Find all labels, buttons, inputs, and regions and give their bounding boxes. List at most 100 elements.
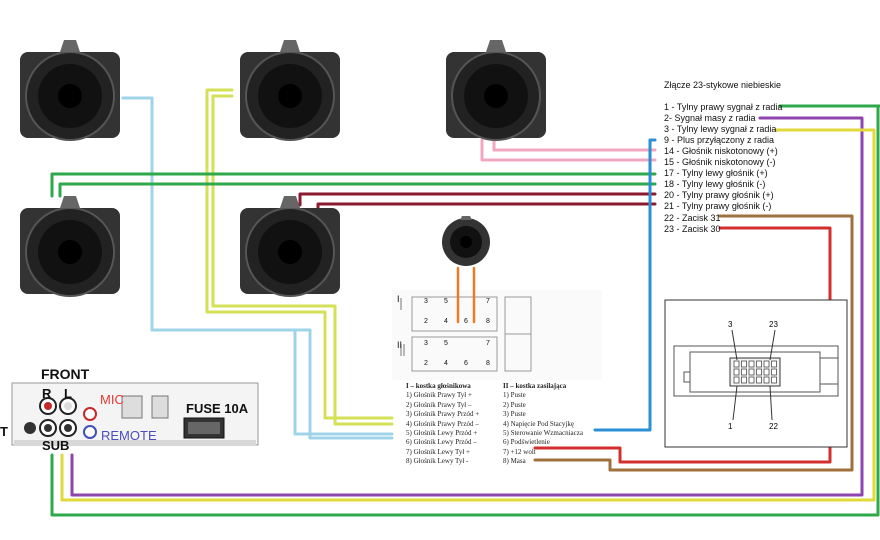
socket-pin: [763, 360, 770, 368]
socket-pin: [771, 376, 777, 384]
radio-socket-diagram: [664, 299, 848, 448]
wire-pink: [492, 138, 657, 152]
kostka-glosnikowa-items: 1) Głośnik Prawy Tył +2) Głośnik Prawy T…: [406, 391, 479, 466]
socket-pin: [756, 376, 762, 384]
kostka-item: 6) Głośnik Lewy Przód –: [406, 438, 477, 447]
kostka-item: 5) Głośnik Lewy Przód +: [406, 429, 478, 438]
connector-pin-label: 1 - Tylny prawy sygnał z radia: [664, 102, 783, 112]
socket-pin: [748, 368, 755, 376]
head-unit-l-label: L: [64, 386, 72, 401]
kostka-item: 4) Głośnik Prawy Przód –: [406, 419, 479, 428]
tweeter: [442, 216, 490, 266]
connector-pin-label: 14 - Głośnik niskotonowy (+): [664, 146, 778, 157]
wires: [50, 88, 880, 517]
wire-purple-out: [70, 116, 864, 497]
iso-pin-number: 7: [486, 340, 490, 347]
connector-pin-label: 20 - Tylny prawy głośnik (+): [664, 190, 774, 201]
connector-pin-label: 15 - Głośnik niskotonowy (-): [664, 157, 776, 168]
kostka-item: 3) Puste: [503, 410, 526, 419]
kostka-item: 4) Napięcie Pod Stacyjkę: [503, 419, 574, 428]
wire-light-blue-2: [121, 96, 394, 440]
kostka-item: 7) Głośnik Lewy Tył +: [406, 447, 470, 456]
iso-pin-number: 3: [424, 340, 428, 347]
socket-pin: [748, 376, 755, 384]
wire-pink-2: [480, 138, 657, 162]
socket-pin: [756, 368, 762, 376]
socket-pin: [733, 368, 740, 376]
wire-green-bottom: [50, 104, 880, 517]
speaker-rear-right: [240, 196, 340, 297]
iso-pin-number: 8: [486, 360, 490, 367]
iso-pin-number: 2: [424, 318, 428, 325]
connector-pin-label: 9 - Plus przyłączony z radia: [664, 135, 775, 146]
iso-label-one: I: [397, 294, 400, 304]
head-unit-front-label: FRONT: [41, 366, 90, 382]
wire-yellow-out: [60, 128, 876, 502]
head-unit: [11, 382, 259, 446]
connector-pin-label: 22 - Zacisk 31: [664, 212, 721, 223]
socket-pin: [756, 360, 762, 368]
socket-pin: [741, 360, 747, 368]
head-unit-r-label: R: [42, 386, 52, 401]
iso-pin-number: 2: [424, 360, 428, 367]
connector-pin-label: 21 - Tylny prawy głośnik (-): [664, 201, 772, 212]
kostka-item: 7) +12 wolt: [503, 447, 536, 456]
connector-pin-label: 3 - Tylny lewy sygnał z radia: [664, 124, 777, 135]
socket-pin: [771, 368, 777, 376]
wire-red: [533, 226, 832, 464]
kostka-item: 3) Głośnik Prawy Przód +: [406, 410, 480, 419]
socket-number-23: 23: [769, 320, 778, 329]
head-unit-mic-label: MIC: [100, 392, 124, 407]
socket-pin: [771, 360, 777, 368]
socket-pin: [763, 368, 770, 376]
socket-number-22: 22: [769, 422, 778, 431]
connector-pin-label: 18 - Tylny lewy głośnik (-): [664, 179, 766, 190]
iso-pin-number: 5: [444, 298, 448, 305]
wire-dark-red: [298, 192, 657, 207]
kostka-item: 1) Puste: [503, 391, 526, 400]
iso-pin-number: 7: [486, 298, 490, 305]
speaker-front-right: [446, 40, 546, 141]
wire-dark-red-2: [316, 202, 657, 212]
socket-pin: [733, 376, 740, 384]
wire-blue: [593, 138, 657, 432]
iso-pin-number: 6: [464, 318, 468, 325]
socket-pin: [741, 376, 747, 384]
kostka-item: 2) Głośnik Prawy Tył –: [406, 400, 472, 409]
socket-pin: [748, 360, 755, 368]
kostka-item: 8) Masa: [503, 457, 526, 466]
speaker-front-center: [240, 40, 340, 141]
head-unit-fuse-label: FUSE 10A: [186, 401, 249, 416]
iso-pin-number: 3: [424, 298, 428, 305]
kostka-item: 5) Sterowanie Wzmacniacza: [503, 429, 583, 438]
kostka-item: 1) Głośnik Prawy Tył +: [406, 391, 472, 400]
iso-pin-number: 6: [464, 360, 468, 367]
socket-number-3: 3: [728, 320, 733, 329]
iso-pin-number: 4: [444, 318, 448, 325]
kostka-glosnikowa: I – kostka głośnikowa 1) Głośnik Prawy T…: [406, 382, 479, 467]
iso-pin-number: 8: [486, 318, 490, 325]
wire-yellow-green-2: [211, 94, 394, 426]
kostka-item: 2) Puste: [503, 400, 526, 409]
connector-pin-label: 23 - Zacisk 30: [664, 223, 721, 234]
connector-title: Złącze 23-stykowe niebieskie: [664, 80, 782, 90]
wire-green-rear-left: [50, 172, 657, 198]
kostka-item: 8) Głośnik Lewy Tył -: [406, 457, 469, 466]
iso-pin-number: 4: [444, 360, 448, 367]
connector-pin-label: 17 - Tylny lewy głośnik (+): [664, 168, 768, 179]
kostka-item: 6) Podświetlenie: [503, 438, 550, 447]
socket-pin: [733, 360, 740, 368]
socket-number-1: 1: [728, 422, 733, 431]
kostka-glosnikowa-heading: I – kostka głośnikowa: [406, 382, 471, 390]
wire-brown: [533, 214, 854, 472]
iso-pin-number: 5: [444, 340, 448, 347]
speaker-rear-left: [20, 196, 120, 297]
socket-pin: [763, 376, 770, 384]
speaker-front-left: [20, 40, 120, 141]
iso-connector-block: [392, 290, 602, 380]
kostka-zasilajaca-heading: II – kostka zasilająca: [503, 382, 567, 390]
iso-label-two: II: [397, 340, 403, 350]
head-unit-sub-label: SUB: [42, 438, 70, 453]
